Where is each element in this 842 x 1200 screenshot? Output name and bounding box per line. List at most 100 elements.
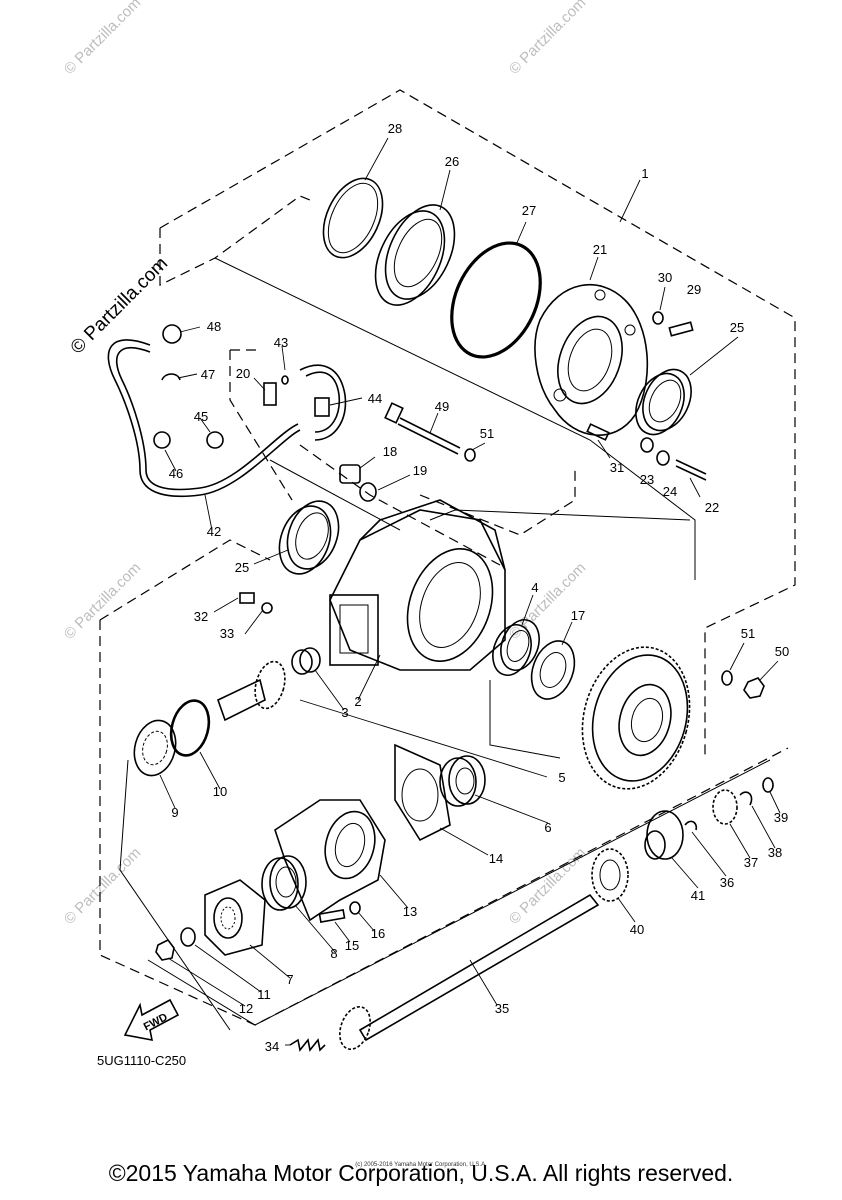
callout-8: 8 (330, 946, 337, 961)
part-28-oring (322, 177, 384, 259)
callout-27: 27 (522, 203, 536, 218)
callout-29: 29 (687, 282, 701, 297)
part-9-coupling (133, 719, 177, 777)
part-2-housing (329, 499, 506, 671)
callout-30: 30 (658, 270, 672, 285)
callout-48: 48 (207, 319, 221, 334)
part-18-19-plug (339, 464, 377, 502)
callout-41: 41 (691, 888, 705, 903)
callout-2: 2 (354, 694, 361, 709)
callout-49: 49 (435, 399, 449, 414)
tiny-copyright: (c) 2005-2016 Yamaha Motor Corporation, … (355, 1162, 487, 1168)
callout-44: 44 (368, 391, 382, 406)
callout-25-lower: 25 (235, 560, 249, 575)
callout-47: 47 (201, 367, 215, 382)
callout-24: 24 (663, 484, 677, 499)
callout-14: 14 (489, 851, 503, 866)
callout-11: 11 (257, 987, 271, 1002)
part-6-bearing (439, 755, 486, 807)
part-26-seal (374, 204, 456, 306)
part-11-12-nut (155, 927, 196, 961)
callout-22: 22 (705, 500, 719, 515)
part-34-spring (289, 1038, 326, 1052)
part-14-gasket (394, 743, 451, 842)
callout-46: 46 (169, 466, 183, 481)
assembly-boundary (99, 89, 796, 1026)
callout-37: 37 (744, 855, 758, 870)
clamps (153, 324, 224, 449)
part-42-hose (107, 339, 301, 498)
watermark: © Partzilla.com (506, 559, 589, 642)
callout-7: 7 (286, 972, 293, 987)
callout-9: 9 (171, 805, 178, 820)
callout-34: 34 (265, 1039, 279, 1054)
callout-5: 5 (558, 770, 565, 785)
callout-6: 6 (544, 820, 551, 835)
part-35-driveshaft (339, 893, 600, 1051)
watermark: © Partzilla.com (506, 0, 589, 78)
callout-42: 42 (207, 524, 221, 539)
callout-12: 12 (239, 1001, 253, 1016)
part-10-oring (169, 699, 211, 757)
part-20-fitting (263, 375, 289, 406)
callout-51-lower: 51 (741, 626, 755, 641)
callout-31: 31 (610, 460, 624, 475)
part-5-ring-gear (581, 646, 691, 790)
part-25-seal-upper (635, 368, 692, 436)
callout-20: 20 (236, 366, 250, 381)
callout-35: 35 (495, 1001, 509, 1016)
callout-38: 38 (768, 845, 782, 860)
part-41-gear (644, 810, 684, 860)
callout-50: 50 (775, 644, 789, 659)
part-32-33-bolt (239, 592, 273, 614)
diagram-code: 5UG1110-C250 (97, 1053, 187, 1068)
fwd-arrow: FWD (123, 998, 180, 1042)
callout-25-upper: 25 (730, 320, 744, 335)
callout-4: 4 (531, 580, 538, 595)
callout-17: 17 (571, 608, 585, 623)
callout-45: 45 (194, 409, 208, 424)
watermark-partzilla: © Partzilla.com (67, 253, 172, 358)
fwd-label: FWD (142, 1011, 170, 1033)
callout-15: 15 (345, 938, 359, 953)
sub-assembly-lines (119, 257, 771, 1031)
part-50-51-nut (721, 670, 765, 699)
callout-43: 43 (274, 335, 288, 350)
part-17-shim (530, 640, 576, 700)
part-15-16-bolt (318, 901, 361, 923)
part-25-seal-lower (278, 500, 340, 575)
callout-1: 1 (641, 166, 648, 181)
part-3-collar (291, 647, 321, 675)
callout-33: 33 (220, 626, 234, 641)
part-7-flange (204, 879, 266, 956)
part-27-oring (450, 241, 542, 359)
callout-26: 26 (445, 154, 459, 169)
callout-40: 40 (630, 922, 644, 937)
leader-lines (159, 137, 781, 1046)
part-13-housing (274, 799, 386, 922)
part-pinion-shaft (217, 660, 286, 722)
callout-16: 16 (371, 926, 385, 941)
watermark: © Partzilla.com (61, 844, 144, 927)
callout-19: 19 (413, 463, 427, 478)
callout-23: 23 (640, 472, 654, 487)
callout-28: 28 (388, 121, 402, 136)
part-21-cover (534, 284, 649, 436)
callout-18: 18 (383, 444, 397, 459)
callout-32: 32 (194, 609, 208, 624)
callout-labels: 1 2 3 4 5 6 7 8 9 10 11 12 13 14 15 16 1… (169, 121, 789, 1054)
callout-39: 39 (774, 810, 788, 825)
callout-36: 36 (720, 875, 734, 890)
part-4-bearing (492, 619, 540, 676)
watermark: © Partzilla.com (61, 0, 144, 78)
part-8-seal (261, 855, 307, 911)
watermark: © Partzilla.com (506, 844, 589, 927)
part-44-hose-fitting (299, 364, 347, 441)
fasteners-upper-right (586, 311, 707, 481)
callout-3: 3 (341, 705, 348, 720)
callout-13: 13 (403, 904, 417, 919)
callout-10: 10 (213, 784, 227, 799)
callout-51-upper: 51 (480, 426, 494, 441)
part-40-gear (591, 848, 629, 902)
